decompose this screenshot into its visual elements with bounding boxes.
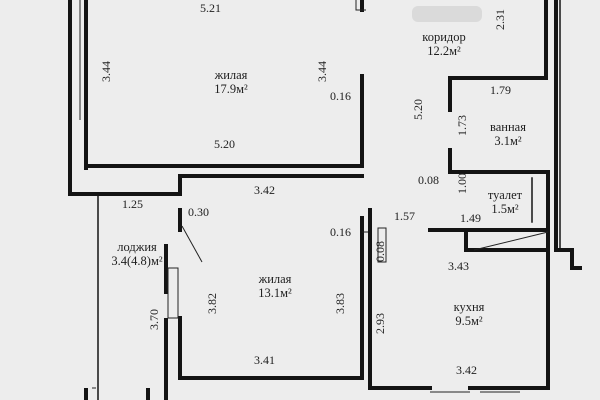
door-swings [167,0,549,319]
room-living-1: жилая 17.9м² [196,68,266,96]
room-loggia: лоджия 3.4(4.8)м² [100,240,174,268]
window-marks [79,0,520,393]
room-corridor-name: коридор [422,30,466,44]
room-living-1-area: 17.9м² [214,82,248,96]
room-kitchen-area: 9.5м² [455,314,483,328]
redaction-smudge [412,6,482,22]
dim-3-44-right: 3.44 [315,61,329,82]
dim-1-00: 1.00 [455,173,469,194]
room-kitchen-name: кухня [453,300,485,314]
room-loggia-name: лоджия [117,240,157,254]
dim-1-73: 1.73 [455,115,469,136]
room-living-2-name: жилая [258,272,292,286]
dim-0-08-vertical: 0.08 [373,241,387,262]
room-living-2-area: 13.1м² [258,286,292,300]
room-living-1-name: жилая [214,68,248,82]
room-kitchen: кухня 9.5м² [434,300,504,328]
room-bath-name: ванная [490,120,526,134]
room-toilet-name: туалет [487,188,523,202]
dim-0-16-top: 0.16 [330,89,351,103]
dim-5-21: 5.21 [200,1,221,15]
room-toilet: туалет 1.5м² [476,188,534,216]
dim-0-08-left: 0.08 [418,173,439,187]
room-corridor: коридор 12.2м² [408,30,480,58]
dim-0-30: 0.30 [188,205,209,219]
room-bath: ванная 3.1м² [476,120,540,148]
dim-3-44-left: 3.44 [99,61,113,82]
interior-walls [68,0,582,400]
dim-3-43: 3.43 [448,259,469,273]
dim-2-31: 2.31 [493,9,507,30]
room-loggia-area: 3.4(4.8)м² [111,254,163,268]
room-toilet-area: 1.5м² [491,202,519,216]
dim-1-57: 1.57 [394,209,415,223]
dim-1-79: 1.79 [490,83,511,97]
dim-3-42-top: 3.42 [254,183,275,197]
dim-3-42-bottom: 3.42 [456,363,477,377]
dim-3-82: 3.82 [205,293,219,314]
dim-3-41: 3.41 [254,353,275,367]
room-corridor-area: 12.2м² [427,44,461,58]
room-living-2: жилая 13.1м² [240,272,310,300]
dim-5-20-vertical: 5.20 [411,99,425,120]
dim-3-83: 3.83 [333,293,347,314]
dim-0-16-mid: 0.16 [330,225,351,239]
dim-5-20-bottom: 5.20 [214,137,235,151]
dim-1-49: 1.49 [460,211,481,225]
dim-2-93: 2.93 [373,313,387,334]
room-bath-area: 3.1м² [494,134,522,148]
dim-3-70: 3.70 [147,309,161,330]
dim-1-25: 1.25 [122,197,143,211]
